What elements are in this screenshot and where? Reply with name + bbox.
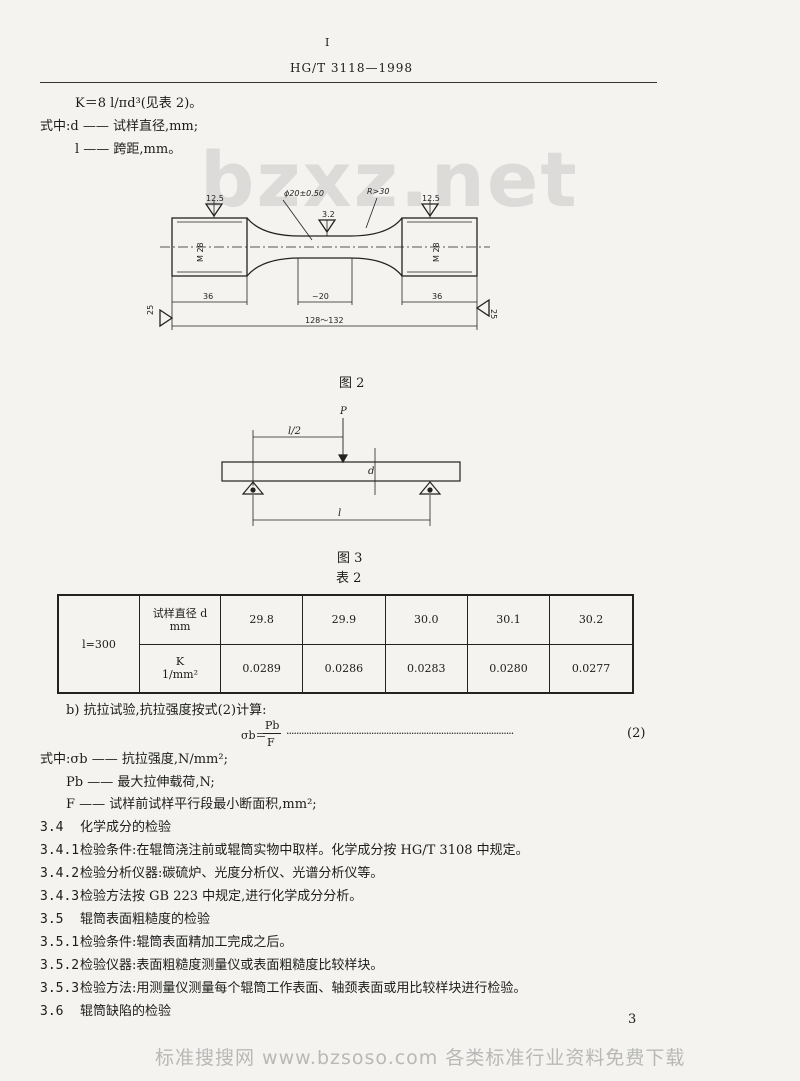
row-header-d-line2: mm	[169, 619, 191, 633]
thread-right-label: M 28	[432, 242, 441, 262]
section-text: 辊筒表面粗糙度的检验	[80, 912, 211, 927]
section-number: 3.5.2	[40, 958, 80, 973]
table-cell: 0.0280	[466, 643, 551, 694]
half-span-label: l/2	[288, 426, 301, 437]
section-number: 3.4.1	[40, 843, 80, 858]
figure3-caption: 图 3	[337, 551, 363, 566]
section-number: 3.5.1	[40, 935, 80, 950]
figure2-drawing: 12.5 12.5 3.2 ϕ20±0.50 R>30 M 28 M 28 36…	[146, 187, 498, 330]
section-item: 3.4.1检验条件:在辊筒浇注前或辊筒实物中取样。化学成分按 HG/T 3108…	[40, 843, 529, 859]
section-number: 3.4	[40, 820, 64, 835]
section-item: 3.5.2检验仪器:表面粗糙度测量仪或表面粗糙度比较样块。	[40, 958, 383, 974]
table-cell: 0.0286	[302, 643, 386, 694]
tensile-intro: b) 抗拉试验,抗拉强度按式(2)计算:	[66, 703, 267, 718]
section-text: 检验分析仪器:碳硫炉、光度分析仪、光谱分析仪等。	[80, 866, 384, 881]
watermark-logo: bzxz.net	[200, 135, 579, 224]
leader-dots: ········································…	[286, 727, 514, 740]
row-header-k: K 1/mm²	[139, 643, 221, 694]
section-item: 3.4.3检验方法按 GB 223 中规定,进行化学成分分析。	[40, 889, 362, 905]
formula-lhs: σb＝	[241, 729, 267, 742]
section-number: 3.4.3	[40, 889, 80, 904]
beam	[221, 461, 461, 482]
formula-numerator: Pb	[265, 719, 280, 732]
formula-denominator: F	[267, 736, 275, 749]
row-header-d: 试样直径 d mm	[139, 594, 221, 645]
specimen-neck-bottom	[246, 257, 403, 277]
radius-label: R>30	[367, 187, 389, 196]
where-p: Pb —— 最大拉伸载荷,N;	[66, 775, 215, 790]
table-cell: 30.2	[549, 594, 634, 645]
section-text: 检验仪器:表面粗糙度测量仪或表面粗糙度比较样块。	[80, 958, 384, 973]
diameter-label: ϕ20±0.50	[284, 189, 324, 198]
header-rule	[40, 82, 657, 83]
section-item: 3.4.2检验分析仪器:碳硫炉、光度分析仪、光谱分析仪等。	[40, 866, 383, 882]
section-text: 检验方法按 GB 223 中规定,进行化学成分分析。	[80, 889, 363, 904]
page-mark: I	[325, 36, 330, 49]
table-row: l=300 试样直径 d mm 29.8 29.9 30.0 30.1 30.2	[57, 594, 634, 694]
where-f: F —— 试样前试样平行段最小断面积,mm²;	[66, 797, 317, 812]
thread-left-label: M 28	[196, 242, 205, 262]
figure2-caption: 图 2	[339, 376, 365, 391]
section-number: 3.5	[40, 912, 64, 927]
where-sigma: 式中:σb —— 抗拉强度,N/mm²;	[40, 752, 228, 767]
fraction-bar	[263, 733, 281, 734]
roughness-left-label: 12.5	[206, 194, 224, 203]
where-l: l —— 跨距,mm。	[75, 142, 182, 157]
len-left-label: 36	[203, 292, 213, 301]
table2: l=300 试样直径 d mm 29.8 29.9 30.0 30.1 30.2…	[57, 594, 634, 694]
table2-title: 表 2	[336, 571, 362, 586]
section-number: 3.4.2	[40, 866, 80, 881]
section-item: 3.4 化学成分的检验	[40, 820, 171, 836]
watermark-footer: 标准搜搜网 www.bzsoso.com 各类标准行业资料免费下载	[155, 1047, 686, 1069]
section-item: 3.6 辊筒缺陷的检验	[40, 1004, 171, 1020]
section-text: 检验方法:用测量仪测量每个辊筒工作表面、轴颈表面或用比较样块进行检验。	[80, 981, 527, 996]
section-text: 检验条件:在辊筒浇注前或辊筒实物中取样。化学成分按 HG/T 3108 中规定。	[80, 843, 529, 858]
section-text: 辊筒缺陷的检验	[80, 1004, 172, 1019]
table-cell: 29.9	[302, 594, 386, 645]
span-cell: l=300	[57, 594, 140, 694]
table-cell: 30.1	[466, 594, 551, 645]
table-cell: 0.0289	[219, 643, 304, 694]
row-header-k-line2: 1/mm²	[162, 668, 198, 682]
table-cell: 30.0	[384, 594, 468, 645]
where-d: 式中:d —— 试样直径,mm;	[40, 119, 199, 134]
len-right-label: 36	[432, 292, 442, 301]
section-number: 3.5.3	[40, 981, 80, 996]
angle-right-label: 25	[489, 309, 498, 319]
angle-left-label: 25	[146, 305, 155, 315]
len-center-label: ~20	[312, 292, 329, 301]
standard-code: HG/T 3118—1998	[290, 61, 413, 75]
table-cell: 0.0283	[384, 643, 468, 694]
section-item: 3.5.1检验条件:辊筒表面精加工完成之后。	[40, 935, 292, 951]
row-header-k-line1: K	[175, 655, 185, 669]
section-text: 检验条件:辊筒表面精加工完成之后。	[80, 935, 293, 950]
page-number: 3	[628, 1012, 637, 1027]
formula-number: (2)	[627, 726, 646, 741]
roughness-right-label: 12.5	[422, 194, 440, 203]
section-item: 3.5 辊筒表面粗糙度的检验	[40, 912, 210, 928]
figure3-drawing: P l/2 l d	[221, 406, 461, 526]
len-total-label: 128～132	[305, 316, 344, 325]
diameter-d-label: d	[368, 466, 374, 477]
table-row: K 1/mm² 0.0289 0.0286 0.0283 0.0280 0.02…	[58, 643, 634, 694]
table-cell: 0.0277	[549, 643, 634, 694]
load-label: P	[339, 406, 347, 417]
section-text: 化学成分的检验	[80, 820, 172, 835]
row-header-d-line1: 试样直径 d	[152, 606, 208, 620]
table-cell: 29.8	[219, 594, 304, 645]
span-label: l	[338, 508, 341, 519]
specimen-neck-top	[246, 217, 403, 237]
formula-k: K＝8 l/πd³(见表 2)。	[75, 96, 203, 111]
roughness-center-label: 3.2	[322, 210, 335, 219]
section-number: 3.6	[40, 1004, 64, 1019]
section-item: 3.5.3检验方法:用测量仪测量每个辊筒工作表面、轴颈表面或用比较样块进行检验。	[40, 981, 526, 997]
